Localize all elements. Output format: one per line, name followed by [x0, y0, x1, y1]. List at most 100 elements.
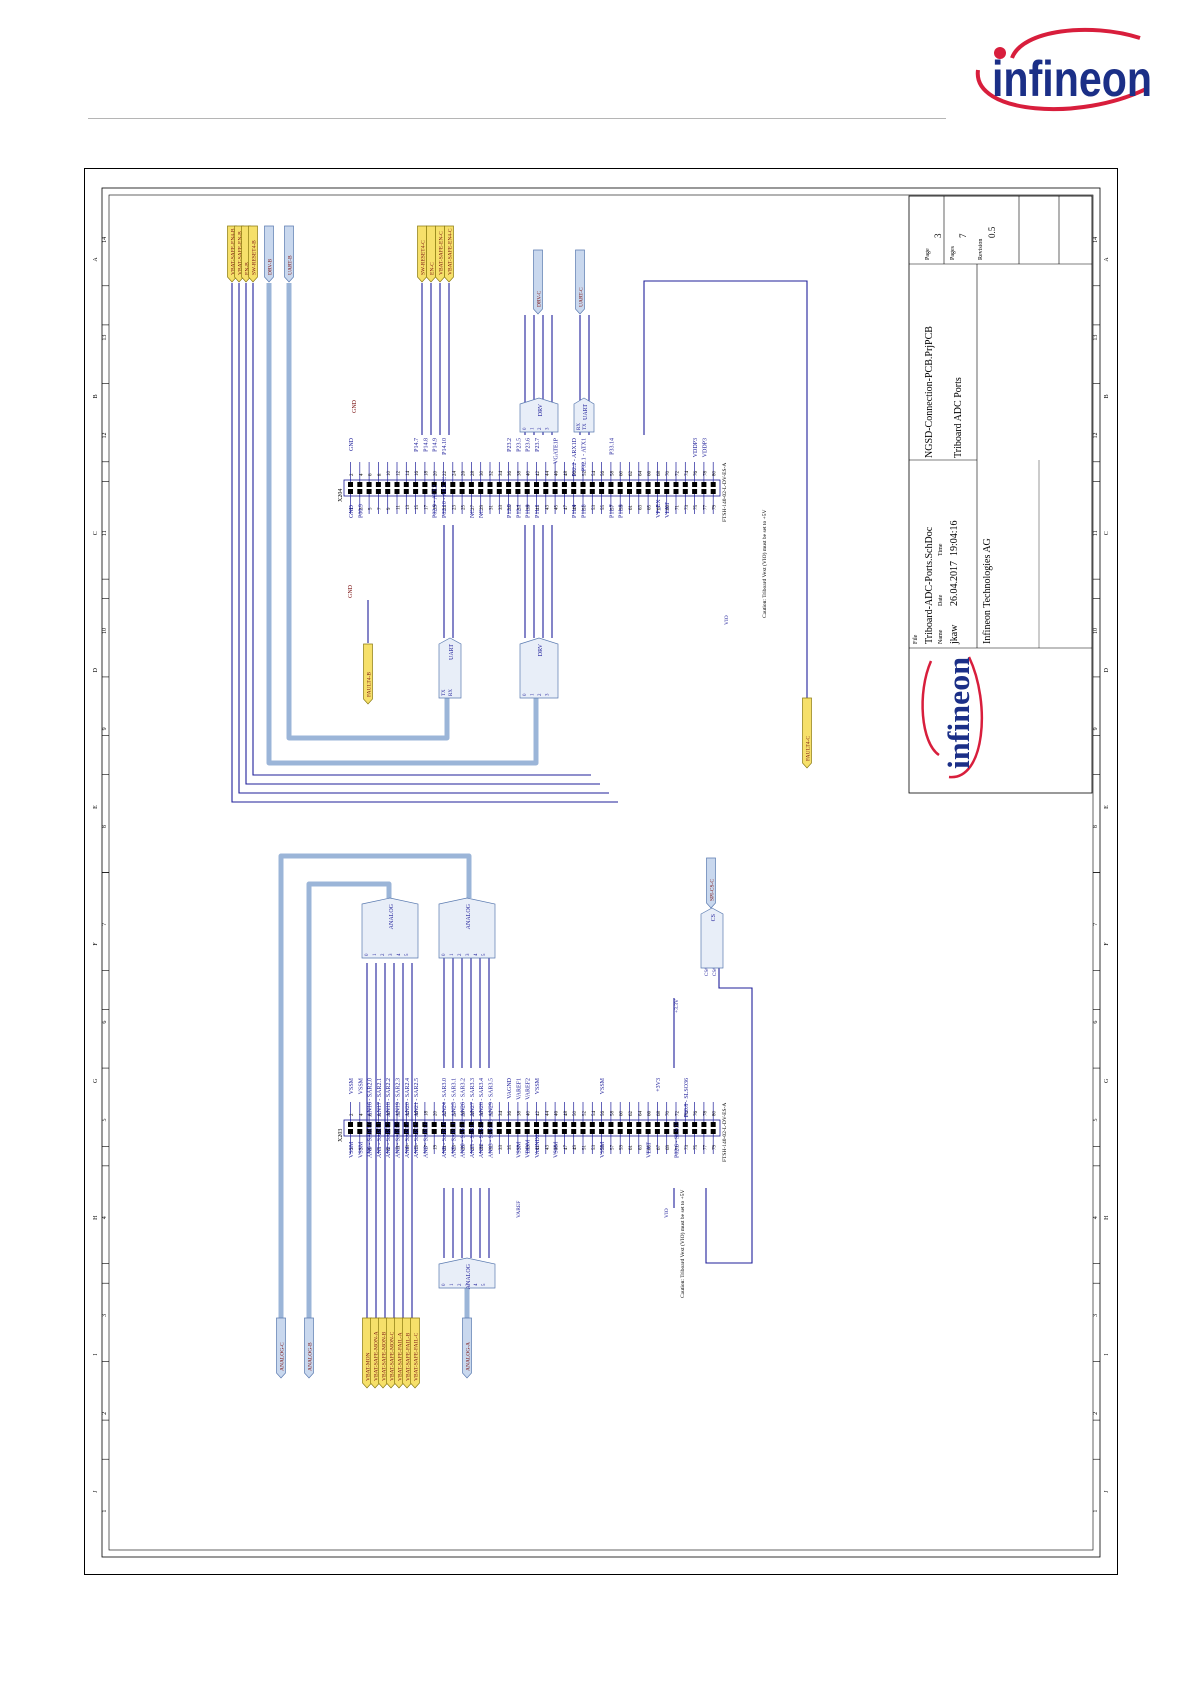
- connector-x203-pin-odd: [552, 1129, 558, 1134]
- connector-x203-pin-number: 79: [713, 1145, 718, 1151]
- port-top-left-1-label: VBAT-SAFE-EN-B: [238, 231, 244, 275]
- bus-analog-c-pin: 3: [389, 953, 394, 956]
- port-analog-a-label: ANALOG-A: [466, 1342, 472, 1371]
- connector-x204-pin-even: [701, 482, 707, 487]
- project-name: NGSD-Connection-PCB.PrjPCB: [924, 326, 935, 458]
- connector-x204-pin-number: 2: [350, 473, 355, 476]
- connector-x203-pin-even: [673, 1122, 679, 1127]
- connector-x204-pin-even: [710, 482, 716, 487]
- page-header: infineon: [0, 0, 1191, 125]
- pages-label: Pages: [950, 245, 956, 260]
- x203-net-left: VSSM: [349, 1141, 355, 1158]
- x203-net-left: VDDM: [526, 1139, 532, 1158]
- bus-analog-b: [306, 881, 392, 1318]
- connector-x203-pin-even: [692, 1122, 698, 1127]
- x203-net-right: VSSM: [600, 1077, 606, 1094]
- connector-x203-pin-number: 33: [499, 1145, 504, 1151]
- x203-net-left: P02.6 - SLSO31: [675, 1118, 681, 1158]
- connector-x203-pin-number: 43: [545, 1145, 550, 1151]
- bus-analog-a-title: ANALOG: [466, 1263, 472, 1289]
- port-top-right-2-label: VBAT-SAFE-EN-C: [439, 231, 445, 275]
- port-top-left-blue-1: [284, 225, 294, 283]
- connector-x204-pin-number: 48: [564, 471, 569, 477]
- connector-x203-pin-number: 58: [610, 1111, 615, 1117]
- connector-x204-pin-number: 79: [713, 505, 718, 511]
- bus-uart-c-pin: TX: [583, 423, 588, 430]
- connector-x203-pin-odd: [673, 1129, 679, 1134]
- connector-x204-pin-number: 20: [434, 471, 439, 477]
- connector-x204-pin-odd: [664, 489, 670, 494]
- connector-x204-pin-number: 62: [629, 471, 634, 477]
- port-spi-cs-label: SPI-CS-C: [710, 879, 716, 901]
- bus-analog-c-shape: [361, 897, 419, 959]
- x203-net-right: VSSM: [535, 1077, 541, 1094]
- connector-x203-pin-even: [431, 1122, 437, 1127]
- bus-analog-b-pin: 1: [450, 953, 455, 956]
- connector-x203-pin-even: [375, 1122, 381, 1127]
- connector-x204-pin-odd: [589, 489, 595, 494]
- connector-x203-pin-number: 29: [480, 1145, 485, 1151]
- connector-x203-pin-number: 31: [490, 1145, 495, 1151]
- x203-net-left: VSSM: [358, 1141, 364, 1158]
- connector-x204-pin-even: [468, 482, 474, 487]
- connector-x204-pin-number: 17: [424, 505, 429, 511]
- port-top-right-blue-0: [533, 249, 543, 315]
- x204-net-left: P12.0: [507, 504, 513, 518]
- connector-x204-pin-even: [431, 482, 437, 487]
- zone-col-D: D: [93, 667, 99, 672]
- connector-x203-pin-even: [524, 1122, 530, 1127]
- x204-net-right: P23.2: [507, 438, 513, 452]
- connector-x203-pin-number: 67: [657, 1145, 662, 1151]
- gnd-label: GND: [352, 399, 358, 413]
- connector-x204-pin-number: 15: [415, 505, 420, 511]
- connector-x203-pin-odd: [459, 1129, 465, 1134]
- connector-x203-pin-odd: [394, 1129, 400, 1134]
- bus-drv-c-pin: 3: [546, 427, 551, 430]
- connector-x204-pin-number: 56: [601, 471, 606, 477]
- connector-x204-pin-odd: [534, 489, 539, 494]
- connector-x204-pin-number: 43: [545, 505, 550, 511]
- connector-x203-pin-even: [682, 1122, 688, 1127]
- port-fault-b-label: FAULT4-B: [367, 672, 373, 697]
- zone-row-4: 4: [102, 1216, 108, 1219]
- connector-x204-pin-even: [524, 482, 530, 487]
- connector-x203-pin-even: [366, 1122, 372, 1127]
- connector-x204-pin-number: 4: [359, 473, 364, 476]
- port-bottom-2: [378, 1317, 388, 1389]
- port-bottom-2-label: VBAT-SAFE-MON-B: [382, 1331, 388, 1381]
- connector-x203-pin-number: 40: [527, 1111, 532, 1117]
- connector-x203-pin-number: 35: [508, 1145, 513, 1151]
- connector-x204-pin-number: 70: [666, 471, 671, 477]
- connector-x204-pin-number: 78: [703, 471, 708, 477]
- connector-x204-pin-odd: [450, 489, 456, 494]
- connector-x204-pin-even: [403, 482, 409, 487]
- x203-net-right: AN26 - SAR3.2: [461, 1078, 467, 1117]
- connector-x203-pin-number: 71: [676, 1145, 681, 1151]
- zone-col-F: F: [93, 942, 99, 946]
- x203-net-right: AN18 - SAR2.2: [386, 1078, 392, 1117]
- connector-x204-pin-number: 80: [713, 471, 718, 477]
- connector-x204-pin-number: 18: [424, 471, 429, 477]
- connector-x203-pin-even: [654, 1122, 660, 1127]
- x203-net-right: VAREF2: [526, 1078, 532, 1100]
- title-block-logo: infineon: [921, 656, 984, 779]
- connector-x204-pin-odd: [348, 489, 353, 494]
- x204-net-right: P32.1 - ATX1: [582, 438, 588, 471]
- connector-x204-pin-odd: [580, 489, 586, 494]
- bus-analog-b-pin: 0: [442, 953, 447, 956]
- connector-x203-pin-even: [441, 1122, 446, 1127]
- connector-x203-pin-odd: [692, 1129, 698, 1134]
- bus-uart-left-title: UART: [449, 644, 455, 660]
- connector-x204-pin-number: 30: [480, 471, 485, 477]
- port-bottom-4-label: VBAT-SAFE-FAIL-A: [398, 1332, 404, 1381]
- connector-x203-pin-number: 20: [434, 1111, 439, 1117]
- connector-x203-pin-number: 23: [452, 1145, 457, 1151]
- connector-x203-pin-number: 24: [452, 1111, 457, 1117]
- port-analog-a: [462, 1317, 472, 1379]
- wire-en-b: [245, 283, 600, 785]
- connector-x204-pin-even: [534, 482, 539, 487]
